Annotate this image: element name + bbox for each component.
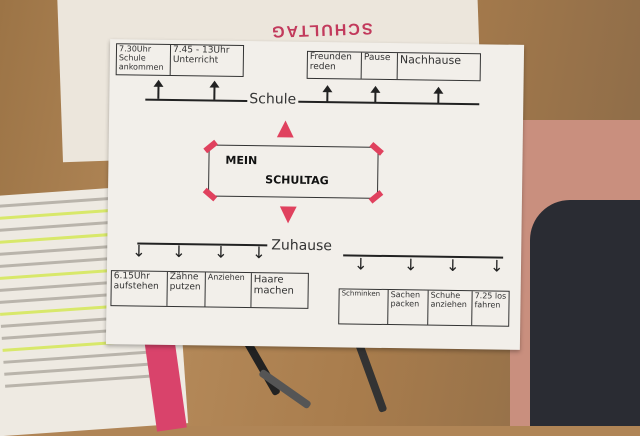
arrow-down-icon: ↓ (445, 255, 460, 276)
home-line-left (137, 242, 268, 247)
cell: Sachen packen (388, 290, 429, 325)
arrow-up-icon (326, 87, 329, 103)
cell: Freunden reden (307, 51, 362, 79)
cell: 6.15Uhr aufstehen (111, 271, 168, 306)
home-left-boxes: 6.15Uhr aufstehen Zähne putzen Anziehen … (110, 270, 309, 309)
red-arrow-down-icon: ▼ (279, 201, 297, 227)
school-line (145, 98, 480, 106)
arrow-down-icon: ↓ (172, 242, 186, 262)
title-frame: MEIN SCHULTAG (202, 139, 384, 204)
arrow-down-icon: ↓ (489, 256, 504, 276)
arrow-down-icon: ↓ (353, 254, 368, 274)
arrow-down-icon: ↓ (403, 255, 418, 275)
cell: Schminken (339, 289, 389, 325)
title-line-2: SCHULTAG (265, 173, 329, 188)
bag (530, 200, 640, 426)
cell: 7.25 los fahren (474, 291, 507, 310)
school-right-boxes: Freunden reden Pause Nachhause (306, 50, 481, 82)
school-label: Schule (247, 91, 299, 109)
schultag-poster: 7.30Uhr Schule ankommen 7.45 - 13Uhr Unt… (105, 39, 525, 350)
title-line-1: MEIN (225, 153, 258, 168)
school-left-boxes: 7.30Uhr Schule ankommen 7.45 - 13Uhr Unt… (115, 43, 245, 77)
arrow-down-icon: ↓ (214, 242, 228, 262)
cell: Schuhe anziehen (428, 290, 473, 326)
cell: Pause (361, 52, 398, 80)
background-poster-title: SCHULTAG (269, 19, 373, 40)
home-label: Zuhause (269, 237, 335, 256)
arrow-up-icon (157, 81, 160, 99)
arrow-up-icon (374, 87, 377, 103)
cell: Anziehen (205, 272, 252, 308)
cell: 7.30Uhr Schule ankommen (116, 44, 172, 75)
arrow-up-icon (213, 82, 216, 100)
arrow-down-icon: ↓ (132, 241, 146, 261)
arrow-up-icon (437, 88, 440, 104)
cell: Haare machen (253, 274, 294, 297)
cell: Zähne putzen (167, 271, 206, 307)
cell: 7.45 - 13Uhr Unterricht (172, 45, 230, 66)
red-arrow-up-icon: ▲ (276, 115, 295, 141)
home-right-boxes: Schminken Sachen packen Schuhe anziehen … (338, 288, 510, 327)
arrow-down-icon: ↓ (252, 243, 266, 263)
cell: Nachhause (399, 53, 462, 68)
